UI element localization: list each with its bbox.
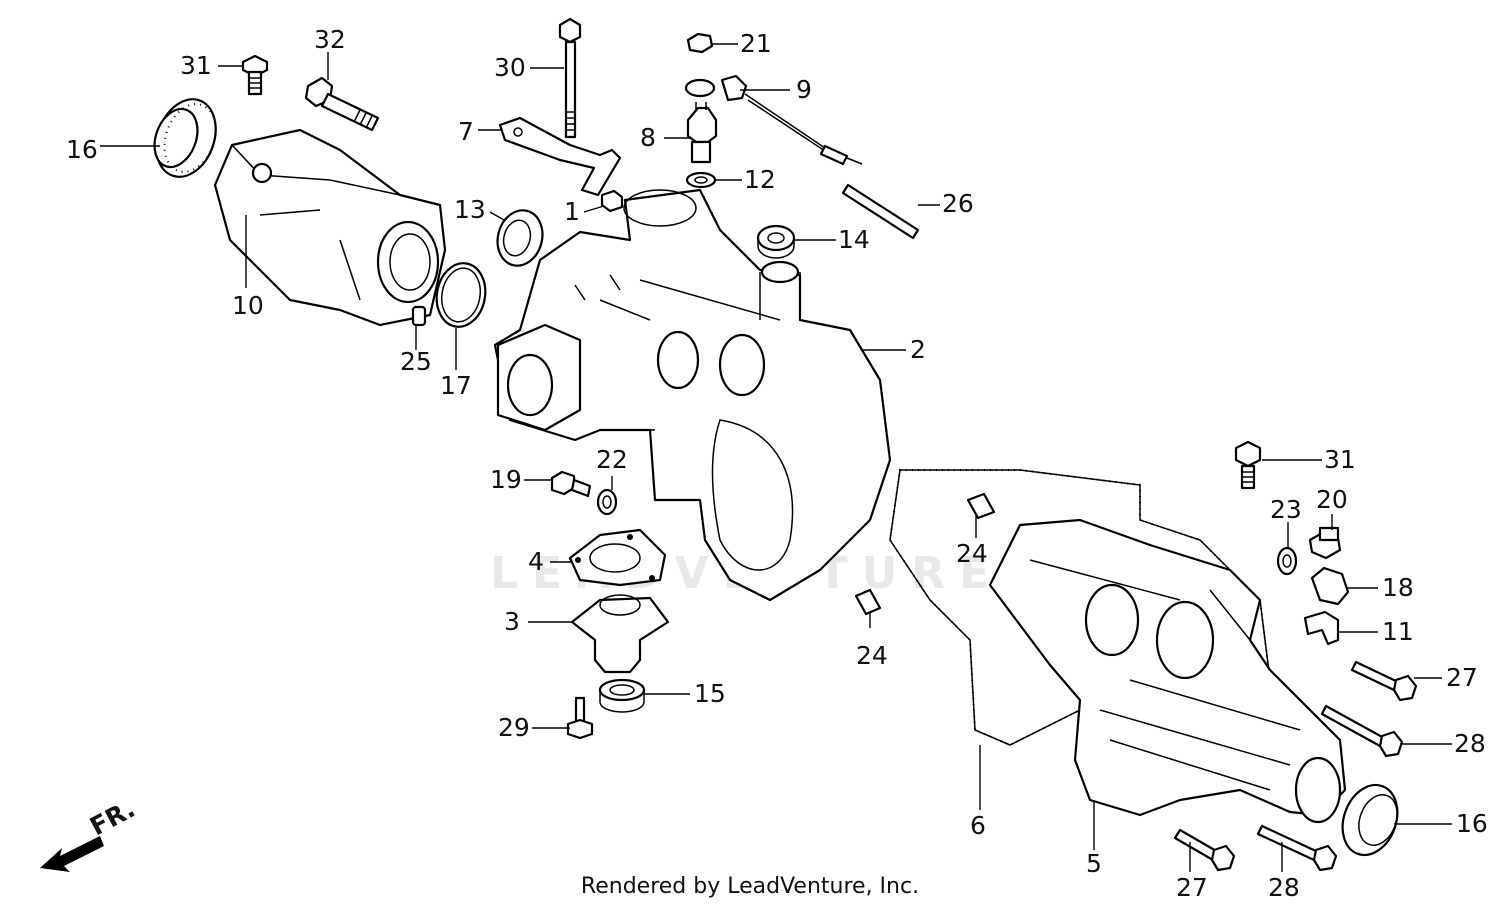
callout-21: 21 xyxy=(740,29,772,58)
part-bolt-19 xyxy=(550,470,592,498)
part-bolt-29 xyxy=(566,696,594,740)
part-bracket-7 xyxy=(498,116,622,197)
callout-23: 23 xyxy=(1270,495,1302,524)
part-dowel-24-upper xyxy=(966,492,996,520)
direction-arrow-icon: FR. xyxy=(40,794,140,872)
part-oil-seal-16-left xyxy=(153,98,217,178)
callout-19: 19 xyxy=(490,465,522,494)
part-bolt-27-upper xyxy=(1350,660,1418,702)
callout-24-lower: 24 xyxy=(856,641,888,670)
callout-1: 1 xyxy=(564,197,580,226)
callout-9: 9 xyxy=(796,75,812,104)
part-bolt-28-upper xyxy=(1320,704,1404,758)
part-washer-12 xyxy=(685,171,717,189)
part-sensor-9 xyxy=(684,74,863,166)
callout-12: 12 xyxy=(744,165,776,194)
render-credit: Rendered by LeadVenture, Inc. xyxy=(580,874,920,899)
part-o-ring-17 xyxy=(435,262,487,328)
part-case-cover-5 xyxy=(988,518,1347,824)
callout-5: 5 xyxy=(1086,849,1102,878)
callout-22: 22 xyxy=(596,445,628,474)
part-bearing-13 xyxy=(496,209,544,267)
part-bolt-28-lower xyxy=(1256,824,1338,872)
callout-30: 30 xyxy=(494,53,526,82)
callout-18: 18 xyxy=(1382,573,1414,602)
callout-32: 32 xyxy=(314,25,346,54)
callout-25: 25 xyxy=(400,347,432,376)
callout-28-upper: 28 xyxy=(1454,729,1486,758)
callout-4: 4 xyxy=(528,547,544,576)
callout-6: 6 xyxy=(970,811,986,840)
direction-label: FR. xyxy=(85,794,139,841)
callout-16: 16 xyxy=(66,135,98,164)
part-breather-1 xyxy=(600,189,624,213)
part-shaft-26 xyxy=(841,183,920,240)
part-bracket-11 xyxy=(1303,610,1340,646)
callout-16-right: 16 xyxy=(1456,809,1488,838)
part-bolt-27-lower xyxy=(1173,828,1236,872)
part-transmission-case-2 xyxy=(493,188,892,602)
callout-2: 2 xyxy=(910,335,926,364)
callout-31-right: 31 xyxy=(1324,445,1356,474)
part-washer-23 xyxy=(1276,546,1298,576)
part-seal-15 xyxy=(598,678,646,713)
part-bolt-31-right xyxy=(1234,440,1262,490)
part-switch-8 xyxy=(686,102,718,164)
part-housing-10 xyxy=(213,128,447,327)
callout-28-lower: 28 xyxy=(1268,873,1300,902)
callout-31: 31 xyxy=(180,51,212,80)
part-plug-20 xyxy=(1308,526,1342,560)
part-dowel-24-lower xyxy=(854,588,882,616)
part-nut-21 xyxy=(686,32,714,54)
callout-26: 26 xyxy=(942,189,974,218)
callout-13: 13 xyxy=(454,195,486,224)
part-oil-seal-16-right xyxy=(1341,783,1399,857)
part-washer-22 xyxy=(596,488,618,516)
leader-lines xyxy=(100,43,1452,872)
part-dowel-25 xyxy=(411,305,427,327)
callout-15: 15 xyxy=(694,679,726,708)
callout-17: 17 xyxy=(440,371,472,400)
part-bolt-32 xyxy=(304,76,380,132)
callout-14: 14 xyxy=(838,225,870,254)
callout-7: 7 xyxy=(458,117,474,146)
part-bolt-30 xyxy=(558,17,582,139)
part-bearing-14 xyxy=(756,224,796,259)
part-clip-18 xyxy=(1310,566,1350,606)
callout-10: 10 xyxy=(232,291,264,320)
callout-3: 3 xyxy=(504,607,520,636)
part-gasket-4 xyxy=(568,528,667,587)
callout-11: 11 xyxy=(1382,617,1414,646)
part-bolt-31-top xyxy=(241,54,269,96)
callout-27-lower: 27 xyxy=(1176,873,1208,902)
callout-labels: 31 32 16 10 25 17 13 30 7 1 21 9 8 12 26… xyxy=(66,25,1488,902)
callout-29: 29 xyxy=(498,713,530,742)
callout-8: 8 xyxy=(640,123,656,152)
callout-27-upper: 27 xyxy=(1446,663,1478,692)
part-cover-3 xyxy=(570,594,670,674)
callout-20: 20 xyxy=(1316,485,1348,514)
callout-24-upper: 24 xyxy=(956,539,988,568)
